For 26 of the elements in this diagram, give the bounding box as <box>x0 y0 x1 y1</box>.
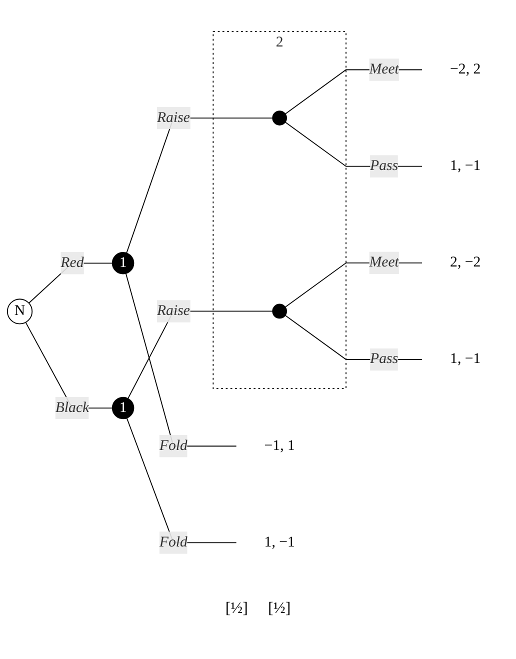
node-circle: N <box>6 299 33 325</box>
node-text: 1, −1 <box>450 158 481 174</box>
node-text: 1, −1 <box>264 534 295 551</box>
connector <box>126 418 237 544</box>
node-text: −1, 1 <box>264 438 295 454</box>
node-circle <box>272 304 288 320</box>
node-text: 1, −1 <box>450 352 481 368</box>
edge-label: Raise <box>156 303 190 320</box>
edge-label: Fold <box>159 534 188 551</box>
edge-label: Meet <box>369 254 399 271</box>
probability-label: [½] <box>268 600 291 618</box>
edge-label: Red <box>60 255 84 271</box>
edge-label: Raise <box>156 110 190 126</box>
node-circle: 1 <box>112 397 134 420</box>
node-text: 2, −2 <box>450 254 481 271</box>
probability-label: [½] <box>225 600 248 618</box>
edge-label: Fold <box>159 438 188 454</box>
edge-label: Meet <box>369 62 399 78</box>
edge-label: Black <box>55 400 90 416</box>
connector <box>125 273 237 447</box>
node-circle: 1 <box>112 252 134 275</box>
edge-label: Pass <box>370 158 398 174</box>
edge-label: Pass <box>370 352 398 368</box>
cluster: 2 <box>212 31 346 390</box>
node-circle <box>272 111 288 126</box>
node-text: −2, 2 <box>450 62 481 78</box>
